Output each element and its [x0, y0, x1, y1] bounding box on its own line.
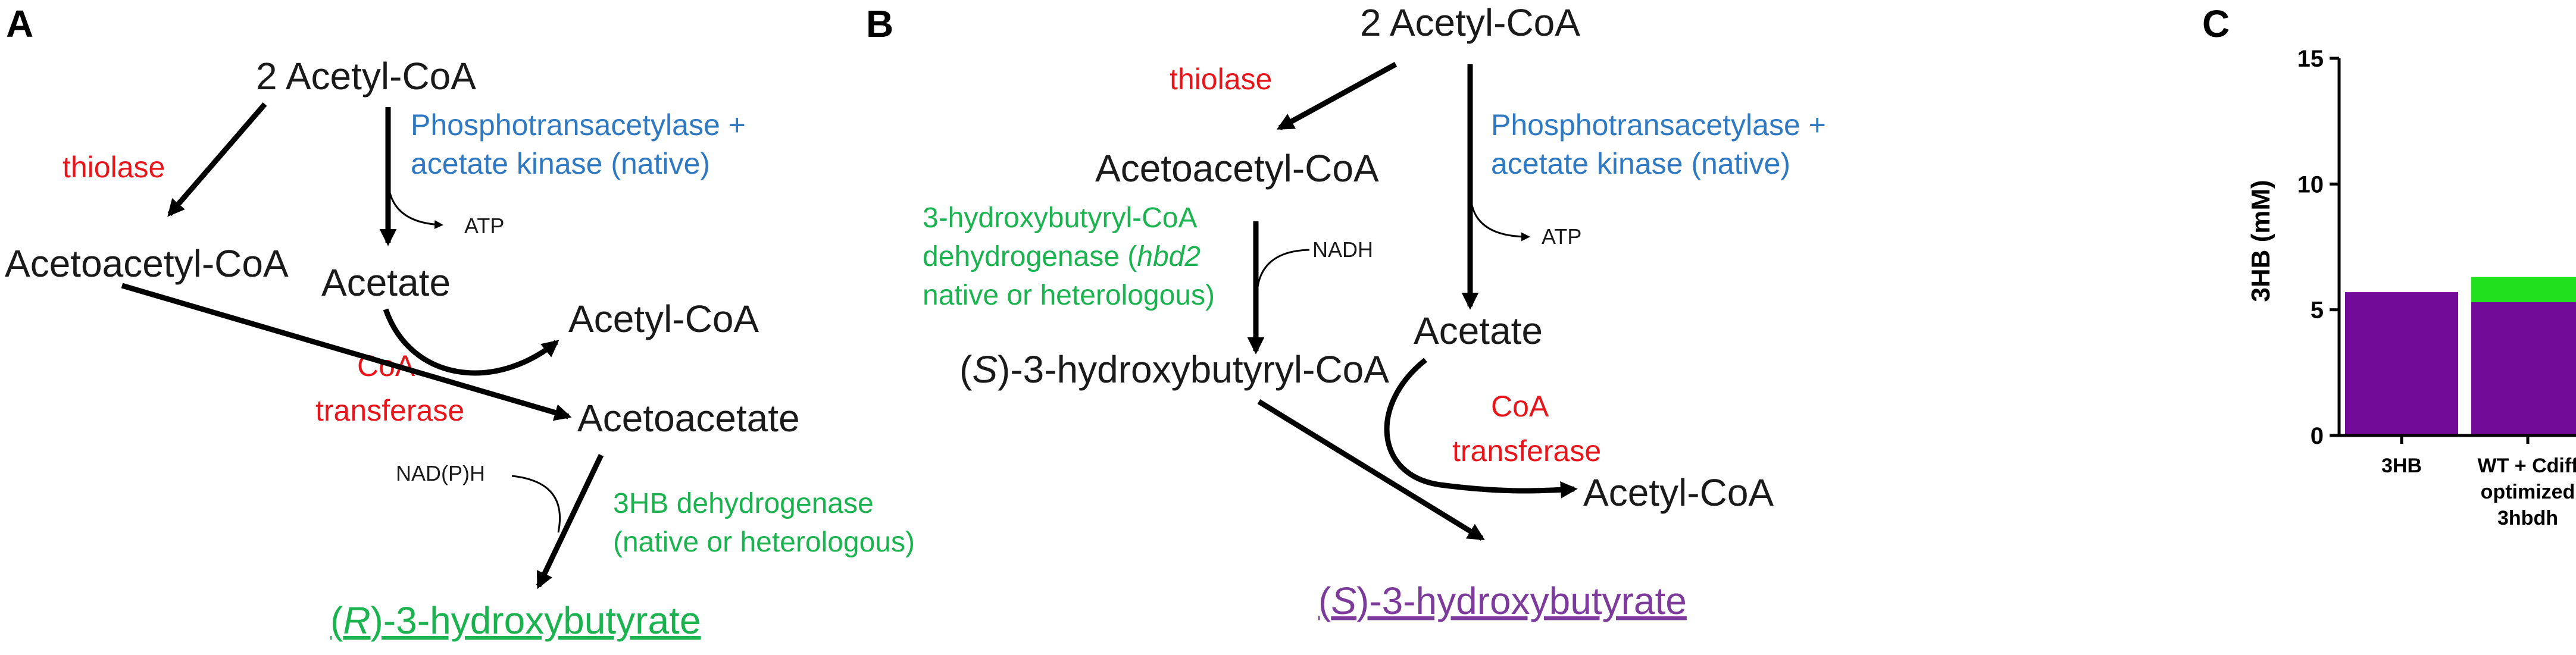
- a-pta-label-2: acetate kinase (native): [411, 147, 710, 180]
- a-coa-transferase-arrow: [121, 283, 572, 421]
- a-product: (R)-3-hydroxybutyrate: [330, 599, 701, 642]
- x-category-label: 3hbdh: [2497, 507, 2558, 529]
- a-acetoacetate: Acetoacetate: [577, 397, 800, 440]
- b-acetoacetyl-coa: Acetoacetyl-CoA: [1095, 147, 1379, 190]
- bar-1-segment-1: [2345, 292, 2458, 435]
- a-acetyl-coa: Acetyl-CoA: [568, 297, 759, 340]
- b-hbd-label-3: native or heterologous): [923, 280, 1215, 311]
- a-coa-label-1: CoA: [357, 349, 415, 383]
- a-thiolase-arrow: [167, 102, 267, 217]
- b-thiolase-label: thiolase: [1170, 62, 1272, 96]
- panel-a: A 2 Acetyl-CoA thiolase Phosphotransacet…: [5, 2, 915, 642]
- panel-c: C 3HB (mM) 0 5 10 15 3HB WT + Cdiff optimized…: [2202, 2, 2576, 529]
- b-coa-transferase-arrow: [1257, 399, 1485, 541]
- a-hbd-label-2: (native or heterologous): [613, 526, 915, 558]
- panel-b: B 2 Acetyl-CoA thiolase Phosphotransacet…: [866, 1, 1826, 622]
- b-product: (S)-3-hydroxybutyrate: [1318, 579, 1687, 622]
- b-acetate: Acetate: [1414, 309, 1543, 352]
- b-coa-label-1: CoA: [1491, 390, 1549, 423]
- b-nadh: NADH: [1312, 237, 1373, 262]
- chart-y-ticks: 0 5 10 15: [2297, 46, 2339, 449]
- chart-y-axis-label: 3HB (mM): [2246, 180, 2275, 302]
- x-category-label: 3HB: [2381, 455, 2422, 477]
- a-acetate: Acetate: [321, 261, 451, 304]
- b-acetate-acetylcoa-arrow: [1384, 358, 1578, 499]
- a-pta-label-1: Phosphotransacetylase +: [411, 108, 746, 142]
- b-atp: ATP: [1542, 224, 1581, 249]
- panel-a-letter: A: [6, 2, 33, 45]
- a-atp-branch: [388, 190, 443, 230]
- y-tick-label: 15: [2297, 46, 2324, 72]
- b-pta-label-1: Phosphotransacetylase +: [1491, 108, 1826, 142]
- a-nadph-branch: [511, 475, 561, 533]
- a-hbd-arrow: [536, 454, 604, 590]
- a-atp: ATP: [464, 214, 504, 238]
- a-acetoacetyl-coa: Acetoacetyl-CoA: [5, 242, 289, 285]
- chart-bars: [2345, 277, 2576, 435]
- b-thiolase-arrow: [1276, 62, 1398, 130]
- a-nadph: NAD(P)H: [396, 461, 485, 485]
- panel-b-letter: B: [866, 2, 893, 45]
- a-thiolase-label: thiolase: [62, 151, 165, 184]
- x-category-label: WT + Cdiff: [2477, 455, 2576, 477]
- bar-2-segment-2: [2471, 277, 2576, 302]
- b-hbd-label-2: dehydrogenase (hbd2: [923, 241, 1201, 272]
- b-coa-label-2: transferase: [1452, 434, 1601, 468]
- b-hbd-label-1: 3-hydroxybutyryl-CoA: [923, 202, 1197, 234]
- panel-c-letter: C: [2202, 2, 2230, 45]
- b-2-acetyl-coa: 2 Acetyl-CoA: [1360, 1, 1580, 44]
- b-hb-coa: (S)-3-hydroxybutyryl-CoA: [959, 348, 1389, 391]
- y-tick-label: 0: [2311, 423, 2324, 449]
- a-acetate-acetylcoa-arrow: [383, 308, 559, 376]
- bar-2-segment-1: [2471, 302, 2576, 435]
- y-tick-label: 5: [2311, 297, 2324, 324]
- x-category-label: optimized: [2481, 481, 2575, 503]
- a-hbd-label-1: 3HB dehydrogenase: [613, 488, 874, 519]
- y-tick-label: 10: [2297, 171, 2324, 198]
- b-acetyl-coa: Acetyl-CoA: [1583, 471, 1774, 514]
- b-pta-label-2: acetate kinase (native): [1491, 147, 1790, 180]
- b-nadh-branch: [1256, 249, 1310, 292]
- a-2-acetyl-coa: 2 Acetyl-CoA: [256, 55, 476, 98]
- b-atp-branch: [1470, 202, 1530, 242]
- a-coa-label-2: transferase: [315, 394, 464, 427]
